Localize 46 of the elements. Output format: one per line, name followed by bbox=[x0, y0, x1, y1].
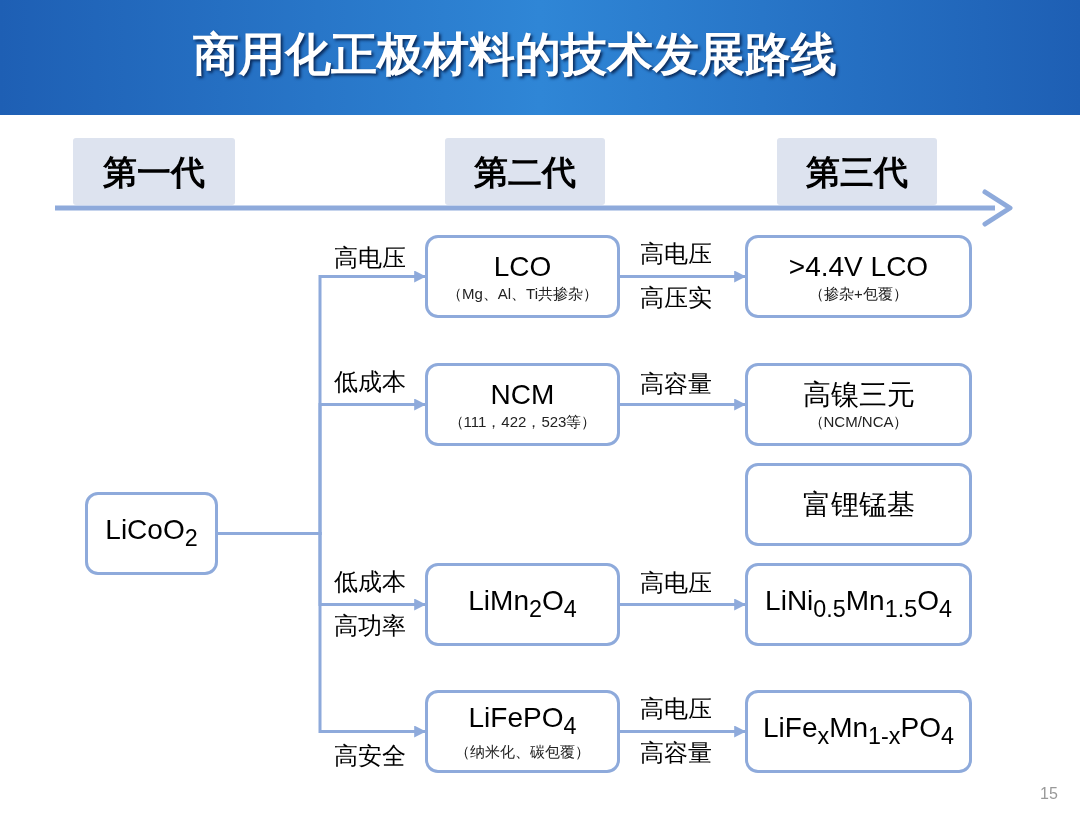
edge-label: 高安全 bbox=[333, 741, 407, 771]
edge-label: 低成本 bbox=[333, 367, 407, 397]
material-box bbox=[745, 235, 972, 318]
material-name: LiMn$_{2}$O$_{4}$ bbox=[468, 583, 577, 624]
arrow bbox=[620, 725, 747, 738]
edge-label: 高电压 bbox=[639, 568, 713, 598]
edge-label: 高电压高压实 bbox=[639, 239, 713, 313]
edge-label: 高电压 bbox=[333, 243, 407, 273]
material-note: （111，422，523等） bbox=[448, 411, 597, 432]
generation-band bbox=[777, 138, 937, 205]
page-number: 15 bbox=[1040, 785, 1058, 803]
material-name: NCM bbox=[490, 377, 555, 412]
material-name: >4.4V LCO bbox=[788, 249, 929, 284]
title: 商用化正极材料的技术发展路线 bbox=[192, 27, 838, 82]
material-name: LiCoO$_{2}$ bbox=[105, 512, 198, 553]
material-box bbox=[745, 463, 972, 546]
material-name: 第三代 bbox=[806, 154, 908, 189]
material-name: 高镍三元 bbox=[802, 377, 915, 412]
material-name: 富锂锰基 bbox=[802, 487, 915, 522]
material-box bbox=[425, 363, 620, 446]
material-box bbox=[745, 563, 972, 646]
arrow bbox=[620, 598, 747, 611]
material-box bbox=[425, 235, 620, 318]
material-name: LiNi$_{0.5}$Mn$_{1.5}$O$_{4}$ bbox=[765, 583, 952, 624]
material-box bbox=[85, 492, 218, 575]
arrow bbox=[620, 398, 747, 411]
generation-band bbox=[445, 138, 605, 205]
material-note: （Mg、Al、Ti共掺杂） bbox=[446, 283, 599, 304]
material-name: 第二代 bbox=[474, 154, 576, 189]
material-name: LCO bbox=[493, 249, 552, 284]
material-note: （纳米化、碳包覆） bbox=[455, 742, 590, 763]
arrow bbox=[620, 270, 747, 283]
arrow bbox=[218, 532, 427, 738]
material-note: （掺杂+包覆） bbox=[809, 283, 908, 304]
material-box bbox=[745, 690, 972, 773]
edge-label: 高电压高容量 bbox=[639, 694, 713, 768]
material-box bbox=[425, 690, 620, 773]
generation-band bbox=[73, 138, 235, 205]
edge-label: 高容量 bbox=[639, 369, 713, 399]
material-box bbox=[425, 563, 620, 646]
material-name: LiFePO$_{4}$ bbox=[468, 700, 577, 741]
material-note: （NCM/NCA） bbox=[808, 411, 909, 432]
material-name: LiFe$_{x}$Mn$_{1-x}$PO$_{4}$ bbox=[763, 710, 954, 751]
material-name: 第一代 bbox=[103, 154, 205, 189]
material-box bbox=[745, 363, 972, 446]
edge-label: 低成本高功率 bbox=[333, 567, 407, 641]
